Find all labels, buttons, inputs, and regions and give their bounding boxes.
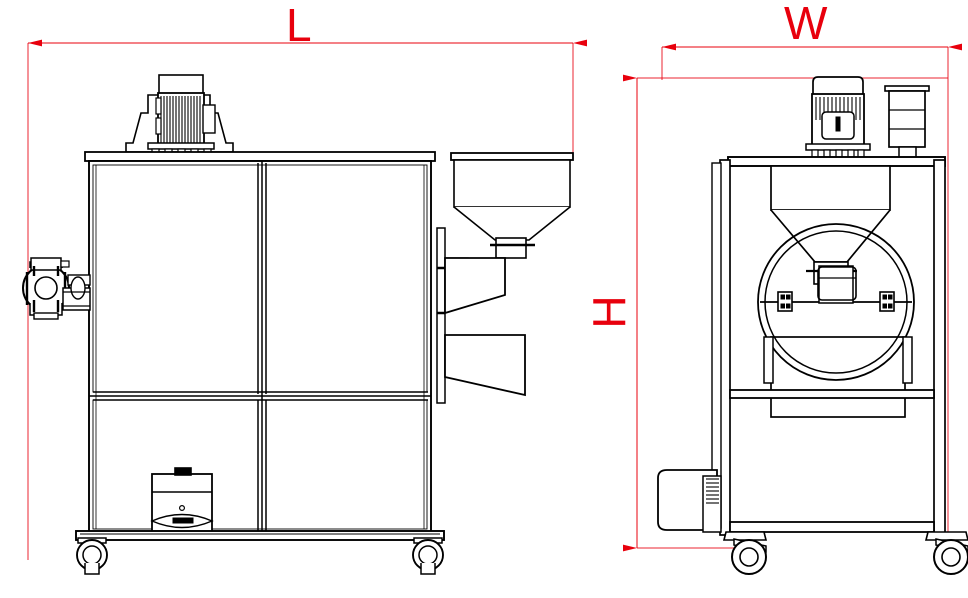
motor-cooling-fins [160,96,201,143]
gearbox-top-cap [30,257,62,271]
gearbox-breather [60,260,70,268]
valve-indicator [179,505,186,512]
dimension-label-H: H [583,295,636,329]
dimension-lines-group [27,39,962,560]
bearing-block-left [777,291,793,312]
trough-bracket-left [763,336,774,384]
hopper-upper-box [453,159,571,208]
chute-upper [444,257,506,315]
hopper-rim [450,152,574,161]
gearbox-shaft-bore [34,276,58,300]
dimension-label-L: L [286,0,312,51]
gearbox-foot [33,312,59,320]
motor-terminal-box [202,104,216,134]
chute-lower [444,334,526,397]
side-caster-right [924,531,968,575]
side-elevation-view [657,76,968,575]
front-feed-hopper [450,152,574,259]
vessel-body [88,160,432,534]
side-caster-plate-right [924,531,968,541]
motor-lug-lower-left [155,117,162,135]
motor-lug-upper-left [155,97,162,115]
trough-bracket-right [902,336,913,384]
vent-filter-body [888,90,926,148]
caster-fork-left [84,563,100,575]
side-hopper-box [770,165,891,211]
side-motor-fins [815,97,861,120]
side-motor-base-plate [805,143,871,151]
dimension-label-W: W [784,0,828,49]
agitator-collar-frame [817,266,857,301]
front-elevation-view [22,74,574,575]
coupling-hub [70,276,86,300]
side-hopper-cone [770,209,891,263]
hopper-cone [453,206,571,241]
front-discharge-chutes [436,227,526,404]
side-caster-left [722,531,768,575]
side-mid-rail [729,389,935,399]
gear-reducer-flange [702,475,722,533]
lower-trough-box [770,336,906,418]
side-feed-hopper [770,165,891,285]
agitator-drive-collar [818,265,854,304]
side-drive-motor [805,76,871,159]
side-caster-hub-right [941,547,961,567]
front-base-frame [75,530,445,541]
front-drive-motor [125,74,234,158]
vessel-panels [89,161,431,533]
side-lower-rail [729,521,935,533]
valve-stem [174,467,192,476]
front-caster-left [76,537,108,575]
front-caster-right [412,537,444,575]
gear-reducer-louvers [706,478,719,504]
motor-base-plate [147,142,215,150]
caster-fork-right [420,563,436,575]
side-gear-reducer [657,469,722,533]
chute-mount-rail [436,227,446,404]
side-frame-column-right [933,159,946,536]
side-motor-cap [812,76,864,97]
hopper-outlet-neck [495,237,527,259]
side-motor-shaft-marker [835,116,841,132]
mixing-chamber-outer-circle [757,223,915,381]
side-caster-plate-left [722,531,768,541]
side-caster-hub-left [739,547,759,567]
caster-hub-right [418,545,438,565]
vessel-top-cover [84,151,436,162]
side-lower-trough [763,336,913,418]
bearing-block-right [879,291,895,312]
dimension-H [623,74,948,552]
side-mixing-chamber [757,223,915,381]
side-vent-filter [884,85,930,159]
front-discharge-valve [150,467,214,537]
dimension-W [661,43,962,552]
side-top-cover [727,156,946,167]
front-gearbox-assembly [22,257,91,320]
caster-hub-left [82,545,102,565]
valve-seal [172,517,194,524]
